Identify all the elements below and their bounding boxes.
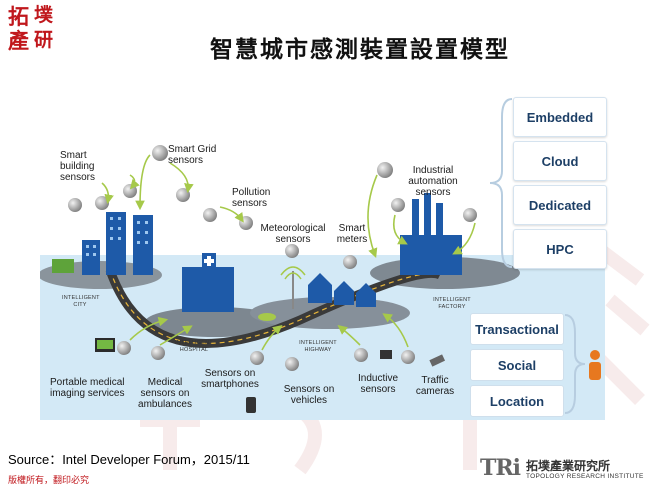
logo-char: 研 [34,29,54,51]
bracket [489,98,513,268]
label-pollution: Pollution sensors [232,187,271,209]
label-traffic: Traffic cameras [415,375,455,397]
factory-chimney [424,193,431,235]
label-vehicles: Sensors on vehicles [283,384,335,406]
zone-city: INTELLIGENT CITY [62,295,100,308]
factory-chimney [436,203,443,235]
person-icon-head [590,350,600,360]
road-line [109,269,441,345]
label-smart-grid: Smart Grid sensors [168,144,217,166]
logo-char: 產 [8,28,29,53]
camera-icon [429,354,446,367]
side-button-dedicated[interactable]: Dedicated [513,185,607,225]
label-meteorological: Meteorological sensors [260,223,326,245]
tri-mark: TRi [480,455,521,481]
brand-logo: 拓 墣 產 研 [6,4,62,56]
side-button-cloud[interactable]: Cloud [513,141,607,181]
sensor-arrows [101,154,476,351]
inductive-sensor-icon [380,350,392,359]
side-button-embedded[interactable]: Embedded [513,97,607,137]
side-button-hpc[interactable]: HPC [513,229,607,269]
zone-highway: INTELLIGENT HIGHWAY [299,340,337,353]
right-button-transactional[interactable]: Transactional [470,313,564,345]
right-button-social[interactable]: Social [470,349,564,381]
smartphone-icon [246,397,256,413]
person-icon [589,362,601,380]
label-inductive: Inductive sensors [357,373,399,395]
hospital-platform [145,307,285,337]
city-building-windows [86,217,148,256]
laptop-screen [97,340,113,349]
logo-char: 拓 [8,4,29,29]
zone-factory: INTELLIGENT FACTORY [433,297,471,310]
hospital-building [182,267,234,312]
label-smartphones: Sensors on smartphones [201,368,259,390]
company-name-en: TOPOLOGY RESEARCH INSTITUTE [526,473,644,480]
factory-building [400,235,462,275]
label-portable-medical: Portable medical imaging services [50,377,125,399]
factory-chimney [412,199,419,235]
billboard [52,259,74,273]
label-smart-building: Smart building sensors [60,150,96,183]
copyright-notice: 版權所有，翻印必究 [8,476,90,485]
tri-logo: TRi 拓墣產業研究所 TOPOLOGY RESEARCH INSTITUTE [480,455,645,483]
source-caption: Source：Intel Developer Forum，2015/11 [8,452,250,467]
sensor-nodes [68,145,477,371]
company-name-zh: 拓墣產業研究所 [526,459,611,473]
logo-char: 墣 [34,4,54,26]
right-button-location[interactable]: Location [470,385,564,417]
bracket-right [564,314,601,414]
page-title: 智慧城市感測裝置設置模型 [210,36,510,63]
radio-tower-icon [280,266,306,309]
label-industrial: Industrial automation sensors [408,165,458,198]
label-smart-meters: Smart meters [336,223,368,245]
hospital-cross-icon [204,256,214,266]
highway-houses [308,273,376,307]
car-icon [258,313,276,321]
zone-hospital: INTELLIGENT HOSPITAL [175,340,213,353]
label-medical-ambulances: Medical sensors on ambulances [138,377,192,410]
